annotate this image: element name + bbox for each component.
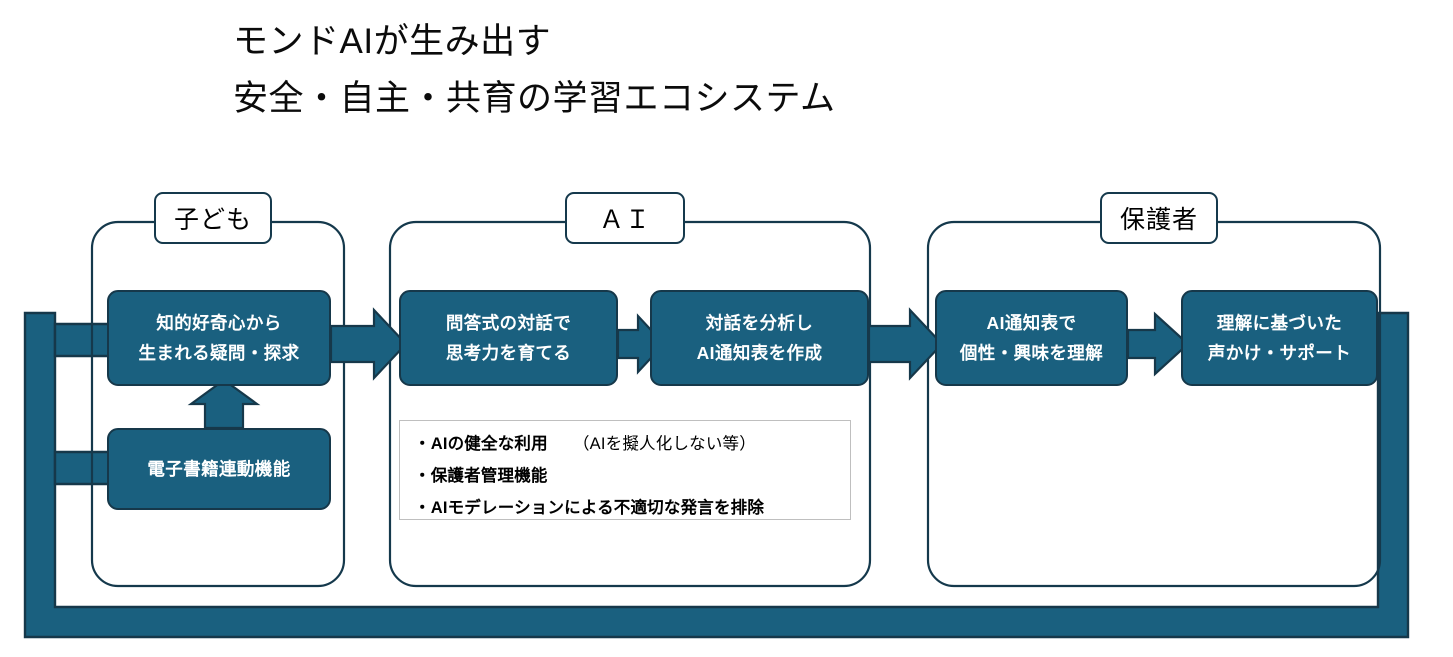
group-label-child: 子ども [154,192,272,244]
note-bold-3: AIモデレーションによる不適切な発言を排除 [430,499,765,518]
loop-main-bar [23,311,1410,639]
title-line-1: モンドAIが生み出す [233,22,552,61]
note-item-3: ・AIモデレーションによる不適切な発言を排除 [414,492,850,524]
group-label-ai: ＡＩ [565,192,685,244]
box-curiosity[interactable]: 知的好奇心から 生まれる疑問・探求 [107,290,331,386]
title-line-2: 安全・自主・共育の学習エコシステム [233,78,836,118]
note-bullet-2: ・ [414,467,431,486]
box-report-card[interactable]: 対話を分析し AI通知表を作成 [650,290,869,386]
ai-notes-panel: ・AIの健全な利用 （AIを擬人化しない等） ・保護者管理機能 ・AIモデレーシ… [399,420,851,520]
note-bullet-1: ・ [414,435,431,453]
note-soft-1: （AIを擬人化しない等） [547,435,756,453]
arrow-ebook-to-curiosity [187,378,261,430]
box-ebook-link[interactable]: 電子書籍連動機能 [107,428,331,510]
note-bold-1: AIの健全な利用 [430,435,548,453]
note-item-2: ・保護者管理機能 [414,460,850,492]
box-understand[interactable]: AI通知表で 個性・興味を理解 [935,290,1128,386]
group-label-guardian: 保護者 [1100,192,1218,244]
box-dialogue[interactable]: 問答式の対話で 思考力を育てる [399,290,618,386]
note-bold-2: 保護者管理機能 [430,467,548,486]
box-support[interactable]: 理解に基づいた 声かけ・サポート [1181,290,1378,386]
group-panel-ai [388,220,872,588]
note-bullet-3: ・ [414,499,431,518]
note-item-1: ・AIの健全な利用 （AIを擬人化しない等） [414,428,850,460]
page-title: モンドAIが生み出す安全・自主・共育の学習エコシステム [233,14,835,127]
group-panel-guardian [926,220,1382,588]
arrow-curiosity-to-dialogue [329,307,408,381]
arrow-understand-to-support [1126,311,1190,377]
arrow-report-to-understand [867,307,944,381]
